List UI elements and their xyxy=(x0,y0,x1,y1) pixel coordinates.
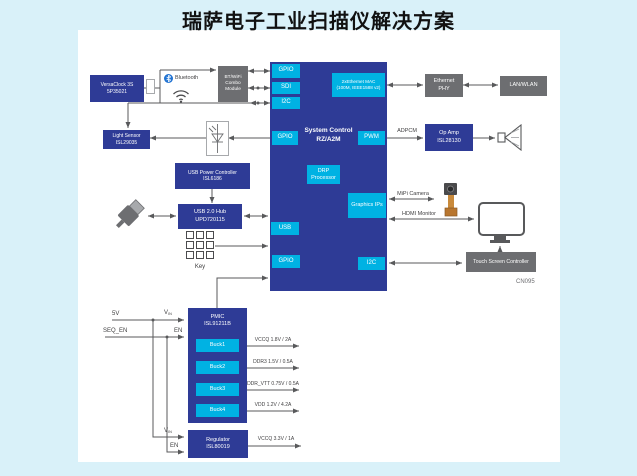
light-sensor-box: Light Sensor ISL29035 xyxy=(103,130,150,149)
wifi-icon xyxy=(173,90,189,103)
rail-label: DDR_VTT 0.75V / 0.5A xyxy=(247,381,299,387)
rail-label: VCCQ 1.8V / 2A xyxy=(254,337,292,343)
port-usb: USB xyxy=(271,222,299,235)
buck-block: Buck3 xyxy=(196,383,239,396)
buck-block: Buck4 xyxy=(196,404,239,417)
page-title: 瑞萨电子工业扫描仪解决方案 xyxy=(182,11,455,33)
port-i2c-top: I2C xyxy=(272,97,300,109)
monitor-stand xyxy=(494,236,506,240)
regulator-box: Regulator ISL80019 xyxy=(188,430,248,458)
crystal-icon xyxy=(146,79,155,94)
port-gpio-top: GPIO xyxy=(272,64,300,78)
mipi-camera-label: MiPi Camera xyxy=(397,191,429,197)
en-label: EN xyxy=(170,443,179,449)
input-5v-label: 5V xyxy=(112,311,120,317)
code-label: CN095 xyxy=(516,279,535,285)
rail-label: VDD 1.2V / 4.2A xyxy=(254,402,292,408)
btwifi-combo-module: BT/WiFi Combo Module xyxy=(218,66,248,102)
reg-rail-label: VCCQ 3.3V / 1A xyxy=(257,436,295,442)
soc-title: System Control RZ/A2M xyxy=(304,127,353,144)
versaclock-box: VersaClock 3S 5P35021 xyxy=(90,75,144,102)
ethernet-mac-box: 2xEthernet MAC (100M, IEEE1588 v2) xyxy=(332,73,385,97)
lan-wlan-box: LAN/WLAN xyxy=(500,76,547,96)
en-label: EN xyxy=(174,328,183,334)
hdmi-monitor-label: HDMI Monitor xyxy=(402,211,436,217)
touch-screen-controller-box: Touch Screen Controller xyxy=(466,252,536,272)
port-sdi: SDI xyxy=(272,82,300,94)
opto-isolator-icon xyxy=(206,121,229,156)
vin-label: VIN xyxy=(164,428,172,434)
speaker-icon xyxy=(497,123,522,152)
port-gpio-mid: GPIO xyxy=(272,131,298,145)
input-seq-en-label: SEQ_EN xyxy=(103,328,128,334)
graphics-ips-box: Graphics IPs xyxy=(348,193,386,218)
vin-label: VIN xyxy=(164,310,172,316)
bluetooth-icon xyxy=(164,74,173,83)
usb-power-controller-box: USB Power Controller ISL6186 xyxy=(175,163,250,189)
adpcm-label: ADPCM xyxy=(397,128,417,134)
bluetooth-label: Bluetooth xyxy=(175,75,199,81)
monitor-base xyxy=(490,240,510,243)
rail-label: DDR3 1.5V / 0.5A xyxy=(253,359,293,365)
buck-block: Buck2 xyxy=(196,361,239,374)
camera-icon xyxy=(444,183,458,217)
usb-hub-box: USB 2.0 Hub UPD720115 xyxy=(178,204,242,229)
key-label: Key xyxy=(194,264,206,270)
ethernet-phy-box: Ethernet PHY xyxy=(425,74,463,97)
port-gpio-bottom: GPIO xyxy=(272,255,300,268)
monitor-icon xyxy=(478,202,525,236)
port-i2c-bottom: I2C xyxy=(358,257,385,270)
usb-plug-icon xyxy=(115,199,145,229)
pmic-box: PMIC ISL91211B Buck1 Buck2 Buck3 Buck4 xyxy=(188,308,247,423)
opamp-box: Op Amp ISL28130 xyxy=(425,124,473,151)
drp-processor-box: DRP Processor xyxy=(307,165,340,184)
buck-block: Buck1 xyxy=(196,339,239,352)
port-pwm: PWM xyxy=(358,131,385,145)
keypad-icon xyxy=(186,231,214,259)
